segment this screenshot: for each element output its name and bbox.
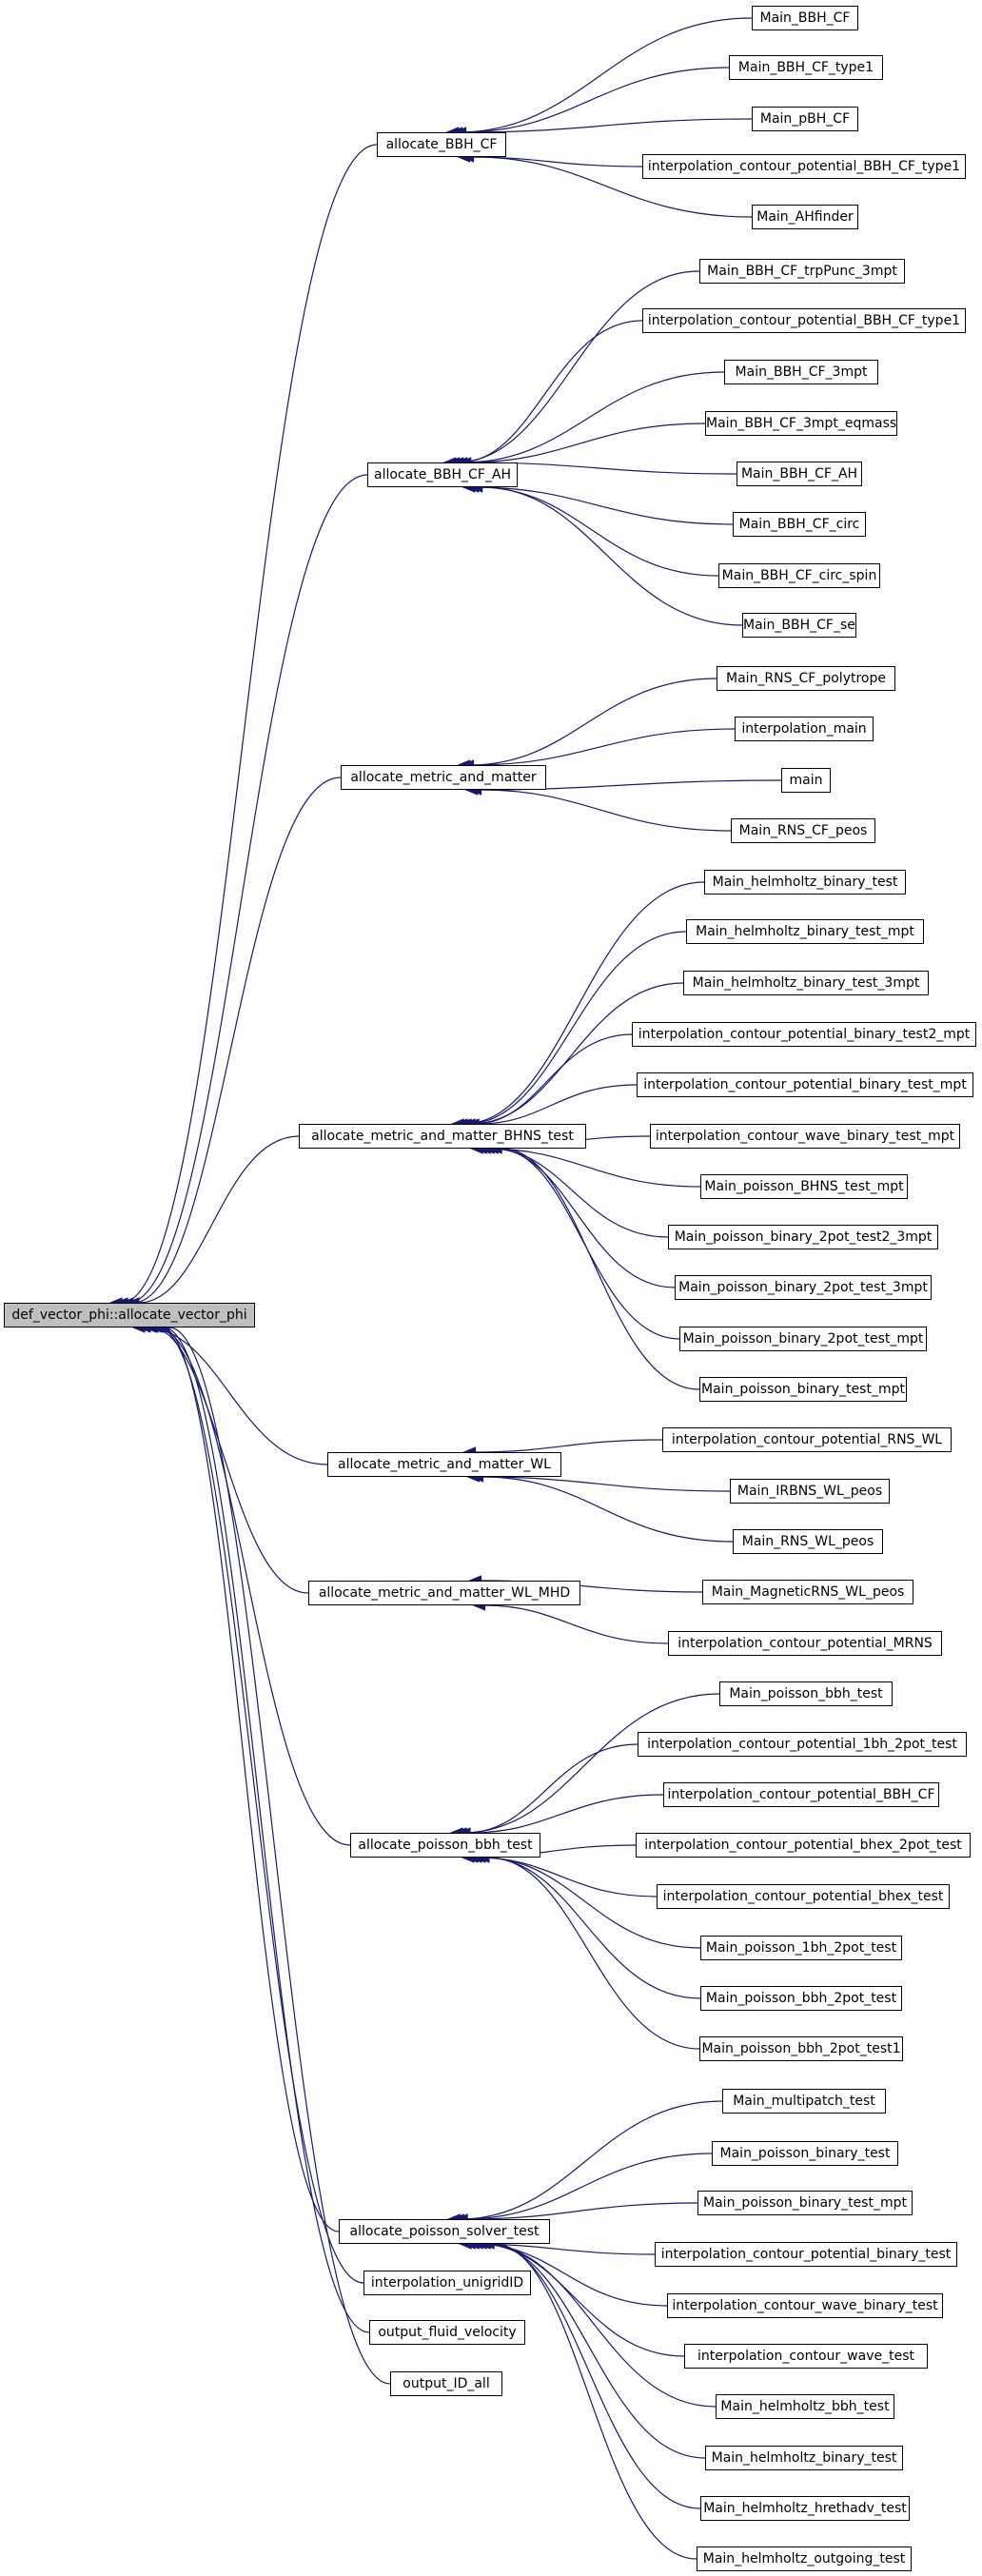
caller-node-main-rns-wl-peos[interactable]: Main_RNS_WL_peos [733,1529,883,1554]
group-node-allocate-poisson-solver-test[interactable]: allocate_poisson_solver_test [339,2219,550,2244]
edge-allocate-metric-and-matter-wl-to-root [131,1322,328,1465]
caller-node-main-poisson-bbh-2pot-test[interactable]: Main_poisson_bbh_2pot_test [700,1986,902,2011]
edge-allocate-metric-and-matter-wl-mhd-to-root [137,1322,309,1594]
caller-node-main-irbns-wl-peos[interactable]: Main_IRBNS_WL_peos [730,1479,890,1504]
caller-node-main-bbh-cf-3mpt[interactable]: Main_BBH_CF_3mpt [724,360,878,384]
edge-allocate-poisson-solver-test-to-root [148,1322,340,2232]
edge-interpolation-contour-potential-binary-test-mpt-to-allocate-metric-and-matter-bhns-test [465,1084,638,1130]
caller-node-main-bbh-cf-circ[interactable]: Main_BBH_CF_circ [733,512,866,537]
caller-node-main[interactable]: main [781,768,831,793]
caller-node-interpolation-contour-wave-binary-test-mpt[interactable]: interpolation_contour_wave_binary_test_m… [650,1124,960,1149]
caller-node-interpolation-contour-potential-binary-test-mpt[interactable]: interpolation_contour_potential_binary_t… [637,1072,973,1097]
caller-node-main-poisson-binary-test-mpt[interactable]: Main_poisson_binary_test_mpt [697,2191,913,2215]
caller-node-main-helmholtz-binary-test-3mpt[interactable]: Main_helmholtz_binary_test_3mpt [683,971,929,995]
caller-node-main-poisson-binary-2pot-test-3mpt[interactable]: Main_poisson_binary_2pot_test_3mpt [675,1275,932,1300]
caller-node-main-bbh-cf[interactable]: Main_BBH_CF [752,6,858,30]
edge-allocate-bbh-cf-ah-to-root [114,474,368,1308]
edge-main-rns-wl-peos-to-allocate-metric-and-matter-wl [470,1471,734,1543]
group-node-allocate-metric-and-matter[interactable]: allocate_metric_and_matter [341,765,546,790]
caller-node-main-bbh-cf-ah[interactable]: Main_BBH_CF_AH [736,462,862,486]
caller-node-main-helmholtz-hrethadv-test[interactable]: Main_helmholtz_hrethadv_test [700,2496,910,2521]
caller-node-main-rns-cf-polytrope[interactable]: Main_RNS_CF_polytrope [717,666,895,691]
group-node-allocate-bbh-cf[interactable]: allocate_BBH_CF [377,132,506,157]
edge-main-poisson-bbh-test-to-allocate-poisson-bbh-test [449,1693,720,1839]
caller-node-interpolation-contour-potential-1bh-2pot-test[interactable]: interpolation_contour_potential_1bh_2pot… [638,1732,967,1757]
caller-node-main-rns-cf-peos[interactable]: Main_RNS_CF_peos [731,818,875,843]
caller-node-main-poisson-bbh-2pot-test1[interactable]: Main_poisson_bbh_2pot_test1 [699,2036,903,2061]
caller-node-main-poisson-binary-test-mpt[interactable]: Main_poisson_binary_test_mpt [699,1377,907,1402]
edge-main-rns-cf-polytrope-to-allocate-metric-and-matter [457,678,717,771]
edge-main-poisson-bbh-2pot-test-to-allocate-poisson-bbh-test [472,1852,701,1999]
edge-main-multipatch-test-to-allocate-poisson-solver-test [446,2100,723,2225]
group-node-allocate-metric-and-matter-wl[interactable]: allocate_metric_and_matter_WL [327,1452,561,1477]
edge-main-poisson-binary-test-mpt-to-allocate-metric-and-matter-bhns-test [488,1143,700,1390]
edge-main-poisson-binary-2pot-test-mpt-to-allocate-metric-and-matter-bhns-test [484,1143,680,1340]
group-node-allocate-bbh-cf-ah[interactable]: allocate_BBH_CF_AH [367,462,518,487]
edge-allocate-metric-and-matter-to-root [120,777,342,1308]
edge-main-bbh-cf-trppunc-3mpt-to-allocate-bbh-cf-ah [442,270,700,468]
caller-node-main-poisson-1bh-2pot-test[interactable]: Main_poisson_1bh_2pot_test [700,1936,902,1960]
caller-node-interpolation-main[interactable]: interpolation_main [735,717,874,741]
caller-node-interpolation-contour-potential-binary-test[interactable]: interpolation_contour_potential_binary_t… [655,2242,957,2267]
caller-node-main-helmholtz-binary-test-mpt[interactable]: Main_helmholtz_binary_test_mpt [686,919,924,944]
caller-node-main-helmholtz-binary-test[interactable]: Main_helmholtz_binary_test [704,870,906,895]
caller-node-interpolation-contour-potential-bbh-cf[interactable]: interpolation_contour_potential_BBH_CF [663,1782,939,1807]
caller-node-main-poisson-bbh-test[interactable]: Main_poisson_bbh_test [719,1681,893,1706]
caller-node-main-poisson-binary-2pot-test-mpt[interactable]: Main_poisson_binary_2pot_test_mpt [679,1327,927,1351]
edge-main-poisson-bbh-2pot-test1-to-allocate-poisson-bbh-test [476,1852,700,2050]
caller-node-main-multipatch-test[interactable]: Main_multipatch_test [722,2089,886,2114]
edge-interpolation-contour-potential-1bh-2pot-test-to-allocate-poisson-bbh-test [453,1743,638,1839]
edge-interpolation-contour-potential-bhex-test-to-allocate-poisson-bbh-test [464,1852,658,1898]
caller-node-main-bbh-cf-circ-spin[interactable]: Main_BBH_CF_circ_spin [718,563,880,588]
group-node-allocate-poisson-bbh-test[interactable]: allocate_poisson_bbh_test [350,1833,540,1858]
edge-main-rns-cf-peos-to-allocate-metric-and-matter [468,784,732,832]
edge-main-bbh-cf-circ-spin-to-allocate-bbh-cf-ah [465,482,719,577]
edge-interpolation-contour-potential-mrns-to-allocate-metric-and-matter-wl-mhd [472,1600,669,1644]
caller-node-interpolation-contour-potential-bhex-test[interactable]: interpolation_contour_potential_bhex_tes… [657,1884,950,1909]
direct-caller-node-output-id-all[interactable]: output_ID_all [390,2371,502,2396]
edge-interpolation-main-to-allocate-metric-and-matter [461,728,736,771]
caller-node-interpolation-contour-wave-test[interactable]: interpolation_contour_wave_test [684,2344,928,2369]
caller-node-main-poisson-bhns-test-mpt[interactable]: Main_poisson_BHNS_test_mpt [700,1174,908,1199]
edge-main-bbh-cf-3mpt-eqmass-to-allocate-bbh-cf-ah [454,423,706,468]
caller-node-interpolation-contour-potential-rns-wl[interactable]: interpolation_contour_potential_RNS_WL [662,1427,952,1452]
caller-node-main-pbh-cf[interactable]: Main_pBH_CF [752,107,858,131]
edge-allocate-metric-and-matter-bhns-test-to-root [126,1135,300,1308]
edge-interpolation-contour-potential-binary-test2-mpt-to-allocate-metric-and-matter-bhns-test [462,1033,633,1130]
caller-node-interpolation-contour-potential-bbh-cf-type1[interactable]: interpolation_contour_potential_BBH_CF_t… [642,154,966,179]
direct-caller-node-interpolation-unigridid[interactable]: interpolation_unigridID [363,2271,531,2295]
root-node-def-vector-phi-allocate-vector-phi[interactable]: def_vector_phi::allocate_vector_phi [4,1303,255,1327]
caller-node-main-ahfinder[interactable]: Main_AHfinder [752,205,858,229]
edge-main-helmholtz-binary-test-3mpt-to-allocate-metric-and-matter-bhns-test [458,982,684,1130]
caller-node-main-poisson-binary-2pot-test2-3mpt[interactable]: Main_poisson_binary_2pot_test2_3mpt [668,1225,938,1249]
caller-node-main-helmholtz-outgoing-test[interactable]: Main_helmholtz_outgoing_test [697,2547,912,2571]
caller-node-interpolation-contour-wave-binary-test[interactable]: interpolation_contour_wave_binary_test [667,2293,943,2318]
caller-node-main-poisson-binary-test[interactable]: Main_poisson_binary_test [712,2141,898,2166]
caller-node-main-magneticrns-wl-peos[interactable]: Main_MagneticRNS_WL_peos [702,1580,913,1604]
group-node-allocate-metric-and-matter-bhns-test[interactable]: allocate_metric_and_matter_BHNS_test [299,1124,586,1149]
direct-caller-node-output-fluid-velocity[interactable]: output_fluid_velocity [369,2320,525,2345]
caller-node-main-bbh-cf-3mpt-eqmass[interactable]: Main_BBH_CF_3mpt_eqmass [705,411,897,436]
edge-interpolation-contour-potential-bbh-cf-to-allocate-poisson-bbh-test [457,1794,664,1839]
edge-main-poisson-binary-2pot-test-3mpt-to-allocate-metric-and-matter-bhns-test [481,1143,676,1288]
edge-main-bbh-cf-seq-to-allocate-bbh-cf-ah [469,482,743,626]
caller-node-interpolation-contour-potential-bhex-2pot-test[interactable]: interpolation_contour_potential_bhex_2po… [636,1833,971,1858]
caller-node-main-helmholtz-binary-test[interactable]: Main_helmholtz_binary_test [705,2446,903,2470]
caller-node-main-bbh-cf-trppunc-3mpt[interactable]: Main_BBH_CF_trpPunc_3mpt [699,259,905,284]
caller-node-main-helmholtz-bbh-test[interactable]: Main_helmholtz_bbh_test [716,2394,894,2419]
caller-node-interpolation-contour-potential-bbh-cf-type1[interactable]: interpolation_contour_potential_BBH_CF_t… [642,308,966,333]
caller-node-main-bbh-cf-seq[interactable]: Main_BBH_CF_seq [742,613,856,638]
caller-node-interpolation-contour-potential-mrns[interactable]: interpolation_contour_potential_MRNS [668,1631,942,1656]
group-node-allocate-metric-and-matter-wl-mhd[interactable]: allocate_metric_and_matter_WL_MHD [308,1581,580,1605]
edge-interpolation-contour-potential-bbh-cf-type1-to-allocate-bbh-cf-ah [446,320,643,468]
caller-node-main-bbh-cf-type1[interactable]: Main_BBH_CF_type1 [729,55,883,80]
caller-node-interpolation-contour-potential-binary-test2-mpt[interactable]: interpolation_contour_potential_binary_t… [632,1022,976,1047]
